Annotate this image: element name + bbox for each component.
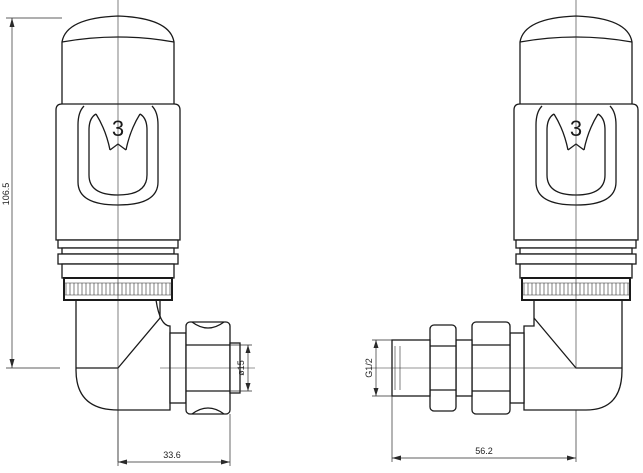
- right-setting-number: 3: [570, 116, 582, 141]
- right-fittings: [370, 321, 600, 415]
- height-dimension-label: 106.5: [1, 183, 11, 206]
- left-offset-label: 33.6: [163, 450, 181, 460]
- right-valve: [513, 0, 639, 411]
- right-offset-dimension: 56.2: [391, 396, 577, 462]
- left-nut-knurling: [65, 283, 171, 295]
- left-fittings: [160, 321, 255, 415]
- height-dimension: 106.5: [1, 17, 62, 369]
- thread-dimension: G1/2: [364, 339, 392, 397]
- pipe-diameter-dimension: ø15: [230, 344, 252, 392]
- thread-label: G1/2: [364, 358, 374, 378]
- left-offset-dimension: 33.6: [117, 368, 231, 466]
- left-setting-number: 3: [112, 116, 124, 141]
- right-nut-knurling: [523, 283, 629, 295]
- pipe-diameter-label: ø15: [236, 360, 246, 376]
- right-offset-label: 56.2: [475, 446, 493, 456]
